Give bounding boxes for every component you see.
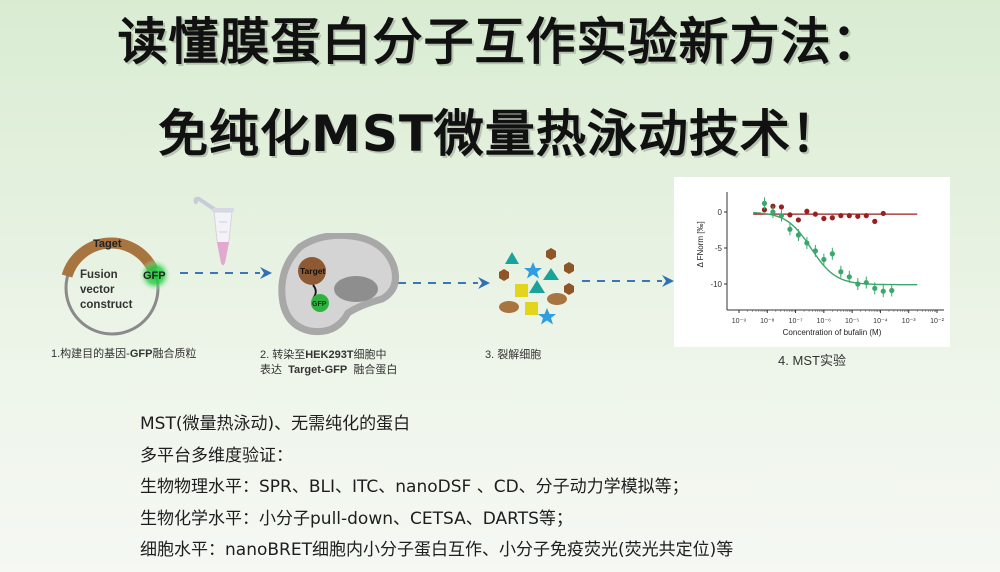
target-gene-arc xyxy=(61,237,159,278)
arrow-step2-to-3 xyxy=(398,277,490,289)
step1-caption: 1.构建目的基因-GFP融合质粒 xyxy=(51,348,197,360)
plasmid-gfp-label: GFP xyxy=(143,270,166,282)
svg-text:10⁻⁴: 10⁻⁴ xyxy=(873,318,888,325)
svg-text:Δ FNorm [‰]: Δ FNorm [‰] xyxy=(696,221,705,267)
svg-text:Concentration of bufalin (M): Concentration of bufalin (M) xyxy=(783,328,882,337)
triangle-2 xyxy=(543,268,559,280)
step2-caption: 2. 转染至HEK293T细胞中 表达 Target-GFP 融合蛋白 xyxy=(260,349,398,376)
triangle-1 xyxy=(505,252,519,264)
description-line-4: 生物化学水平：小分子pull-down、CETSA、DARTS等； xyxy=(140,508,573,529)
nucleus xyxy=(334,276,378,302)
description-block: MST(微量热泳动)、无需纯化的蛋白 多平台多维度验证： 生物物理水平：SPR、… xyxy=(140,409,733,567)
plasmid-text-2: vector xyxy=(80,284,115,296)
step3-caption: 3. 裂解细胞 xyxy=(485,349,542,361)
svg-text:0: 0 xyxy=(718,208,723,217)
gfp-glow xyxy=(139,259,171,291)
target-protein xyxy=(298,257,326,285)
step4-caption: 4. MST实验 xyxy=(778,353,846,368)
headline-line-2: 免纯化MST微量热泳动技术！ xyxy=(158,105,842,163)
cell-gfp-label: GFP xyxy=(312,301,327,308)
svg-text:-10: -10 xyxy=(710,280,722,289)
plasmid-text-3: construct xyxy=(80,299,133,311)
mst-binding-curve-chart: 0 -5 -10 10⁻⁹ 10⁻⁸ 10⁻⁷ 10⁻⁶ 10⁻⁵ 10⁻⁴ 10⁻³ 10⁻² Co… xyxy=(696,192,945,337)
cell-diagram: Target GFP xyxy=(278,233,399,336)
svg-text:10⁻⁷: 10⁻⁷ xyxy=(789,318,803,325)
description-line-3: 生物物理水平：SPR、BLI、ITC、nanoDSF 、CD、分子动力学模拟等； xyxy=(140,477,689,497)
svg-text:10⁻⁹: 10⁻⁹ xyxy=(732,318,746,325)
arrow-step3-to-4 xyxy=(582,275,674,287)
svg-text:10⁻²: 10⁻² xyxy=(930,318,944,325)
square-1 xyxy=(515,284,528,297)
svg-text:10⁻⁸: 10⁻⁸ xyxy=(760,318,774,325)
description-line-5: 细胞水平：nanoBRET细胞内小分子蛋白互作、小分子免疫荧光(荧光共定位)等 xyxy=(140,540,734,560)
svg-text:10⁻⁶: 10⁻⁶ xyxy=(817,318,831,325)
plasmid-target-label: Taget xyxy=(93,238,122,250)
gfp-protein xyxy=(311,294,329,312)
svg-text:10⁻³: 10⁻³ xyxy=(902,318,916,325)
hexagon-3 xyxy=(499,269,509,281)
mst-chart-panel: 0 -5 -10 10⁻⁹ 10⁻⁸ 10⁻⁷ 10⁻⁶ 10⁻⁵ 10⁻⁴ 10⁻³ 10⁻² Co… xyxy=(674,177,950,347)
hexagon-2 xyxy=(564,262,574,274)
svg-text:-5: -5 xyxy=(715,244,723,253)
oval-1 xyxy=(499,301,519,313)
hexagon-1 xyxy=(546,248,556,260)
triangle-3 xyxy=(529,280,545,293)
plasmid-diagram: Taget GFP Fusion vector construct xyxy=(61,237,171,336)
arrow-step1-to-2 xyxy=(180,267,272,279)
microtube-icon xyxy=(193,196,234,266)
description-line-1: MST(微量热泳动)、无需纯化的蛋白 xyxy=(140,414,411,434)
svg-text:10⁻⁵: 10⁻⁵ xyxy=(845,318,859,325)
cell-lysate-diagram xyxy=(499,248,574,325)
description-line-2: 多平台多维度验证： xyxy=(140,445,293,466)
plasmid-text-1: Fusion xyxy=(80,269,118,281)
hexagon-4 xyxy=(564,283,574,295)
square-2 xyxy=(525,302,538,315)
oval-2 xyxy=(547,293,567,305)
headline-line-1: 读懂膜蛋白分子互作实验新方法： xyxy=(117,13,883,71)
star-1 xyxy=(524,262,542,279)
cell-target-label: Target xyxy=(300,266,326,276)
star-2 xyxy=(538,308,556,325)
